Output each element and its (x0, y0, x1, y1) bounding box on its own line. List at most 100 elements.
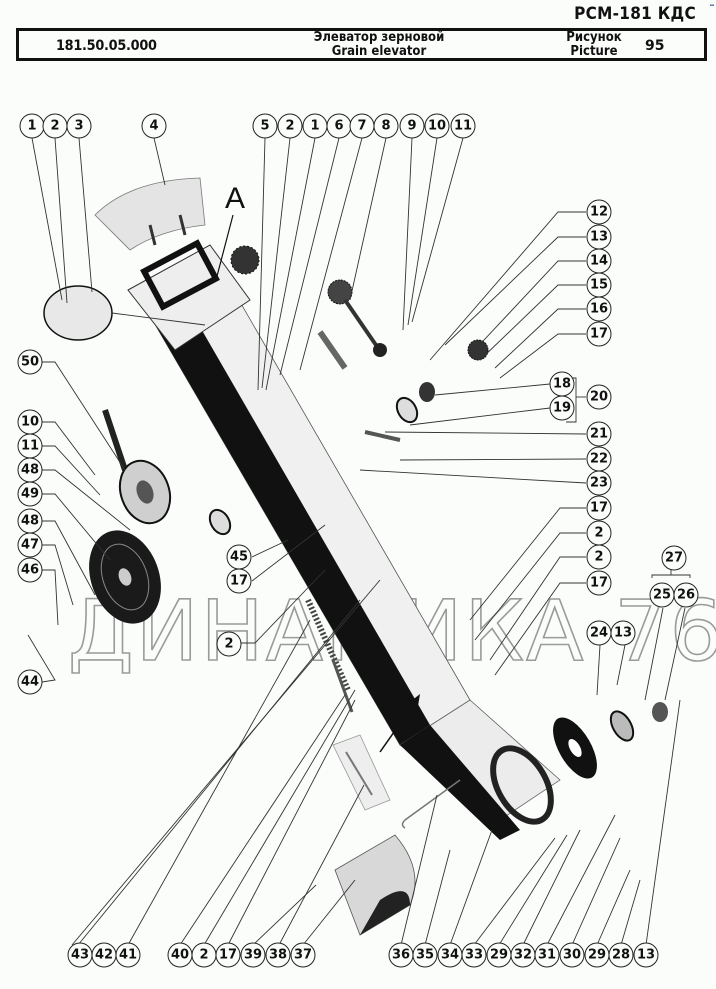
callout-4-top: 4 (141, 113, 167, 139)
svg-text:10: 10 (428, 119, 446, 134)
svg-text:13: 13 (590, 230, 608, 245)
callout-42: 42 (91, 942, 117, 968)
svg-text:44: 44 (21, 675, 39, 690)
svg-text:1: 1 (27, 119, 36, 134)
callout-2-right-a: 2 (586, 520, 612, 546)
picture-label: Рисунок Picture (563, 31, 626, 59)
leader-lines (27, 137, 691, 946)
svg-text:2: 2 (285, 119, 294, 134)
svg-text:8: 8 (381, 119, 390, 134)
svg-text:17: 17 (219, 948, 237, 963)
callout-10-top: 10 (424, 113, 450, 139)
flow-arrow (379, 694, 420, 753)
svg-text:47: 47 (21, 538, 39, 553)
svg-text:24: 24 (590, 626, 608, 641)
model-name: РСМ-181 КДС (574, 4, 696, 24)
callout-22: 22 (586, 446, 612, 472)
callout-49: 49 (17, 481, 43, 507)
callout-18: 18 (549, 371, 575, 397)
svg-text:18: 18 (553, 377, 571, 392)
rod-part-36 (404, 779, 461, 821)
picture-number: 95 (645, 38, 665, 54)
callout-29-b: 29 (584, 942, 610, 968)
svg-text:7: 7 (357, 119, 366, 134)
svg-text:28: 28 (612, 948, 630, 963)
svg-text:45: 45 (230, 550, 248, 565)
callout-44: 44 (17, 669, 43, 695)
callout-33: 33 (461, 942, 487, 968)
callout-14: 14 (586, 248, 612, 274)
callout-40: 40 (167, 942, 193, 968)
svg-text:43: 43 (71, 948, 89, 963)
callout-20: 20 (586, 384, 612, 410)
svg-text:36: 36 (392, 948, 410, 963)
svg-text:13: 13 (614, 626, 632, 641)
callout-1-top: 1 (19, 113, 45, 139)
callout-13-right-b: 13 (610, 620, 636, 646)
cover-part-4 (94, 177, 206, 251)
tension-spring (305, 598, 354, 713)
pulley-part-49 (89, 530, 161, 624)
detail-a-circle (43, 285, 206, 341)
bearing-parts (208, 330, 668, 742)
picture-label-ru: Рисунок (566, 30, 622, 45)
svg-text:2: 2 (224, 637, 233, 652)
callout-15: 15 (586, 272, 612, 298)
elevator-housing (127, 239, 597, 840)
callout-10-left: 10 (17, 409, 43, 435)
svg-text:2: 2 (594, 526, 603, 541)
svg-text:23: 23 (590, 476, 608, 491)
detail-a-arrow (215, 214, 234, 281)
callout-11-top: 11 (450, 113, 476, 139)
callout-17-right-c: 17 (586, 570, 612, 596)
callout-48-a: 48 (17, 457, 43, 483)
callout-8-top: 8 (373, 113, 399, 139)
callout-23: 23 (586, 470, 612, 496)
callout-36: 36 (388, 942, 414, 968)
svg-text:40: 40 (171, 948, 189, 963)
callout-3-top: 3 (66, 113, 92, 139)
svg-text:13: 13 (637, 948, 655, 963)
svg-text:17: 17 (590, 327, 608, 342)
svg-text:49: 49 (21, 487, 39, 502)
svg-text:33: 33 (465, 948, 483, 963)
svg-text:2: 2 (594, 550, 603, 565)
svg-text:19: 19 (553, 401, 571, 416)
svg-text:5: 5 (260, 119, 269, 134)
svg-text:3: 3 (74, 119, 83, 134)
svg-text:6: 6 (334, 119, 343, 134)
callout-38: 38 (265, 942, 291, 968)
svg-text:10: 10 (21, 415, 39, 430)
svg-text:11: 11 (454, 119, 472, 134)
svg-text:20: 20 (590, 390, 608, 405)
svg-text:15: 15 (590, 278, 608, 293)
callout-2-right-b: 2 (586, 544, 612, 570)
svg-text:1: 1 (310, 119, 319, 134)
svg-text:29: 29 (588, 948, 606, 963)
svg-text:12: 12 (590, 205, 608, 220)
inspection-plate (332, 734, 391, 811)
svg-text:25: 25 (653, 588, 671, 603)
callout-31: 31 (534, 942, 560, 968)
callout-50: 50 (17, 349, 43, 375)
svg-text:21: 21 (590, 427, 608, 442)
callout-21: 21 (586, 421, 612, 447)
callout-37: 37 (290, 942, 316, 968)
callout-25: 25 (649, 582, 675, 608)
svg-text:34: 34 (441, 948, 459, 963)
callout-16: 16 (586, 296, 612, 322)
assembly-name-ru: Элеватор зерновой (313, 30, 445, 45)
svg-text:22: 22 (590, 452, 608, 467)
svg-text:17: 17 (230, 574, 248, 589)
svg-text:48: 48 (21, 514, 39, 529)
svg-text:50: 50 (21, 355, 39, 370)
callout-45: 45 (226, 544, 252, 570)
svg-text:11: 11 (21, 439, 39, 454)
callout-17-right-b: 17 (586, 495, 612, 521)
callout-13: 13 (586, 224, 612, 250)
callout-13-bottom: 13 (633, 942, 659, 968)
callout-7-top: 7 (349, 113, 375, 139)
callout-2-mid: 2 (216, 631, 242, 657)
callout-28: 28 (608, 942, 634, 968)
